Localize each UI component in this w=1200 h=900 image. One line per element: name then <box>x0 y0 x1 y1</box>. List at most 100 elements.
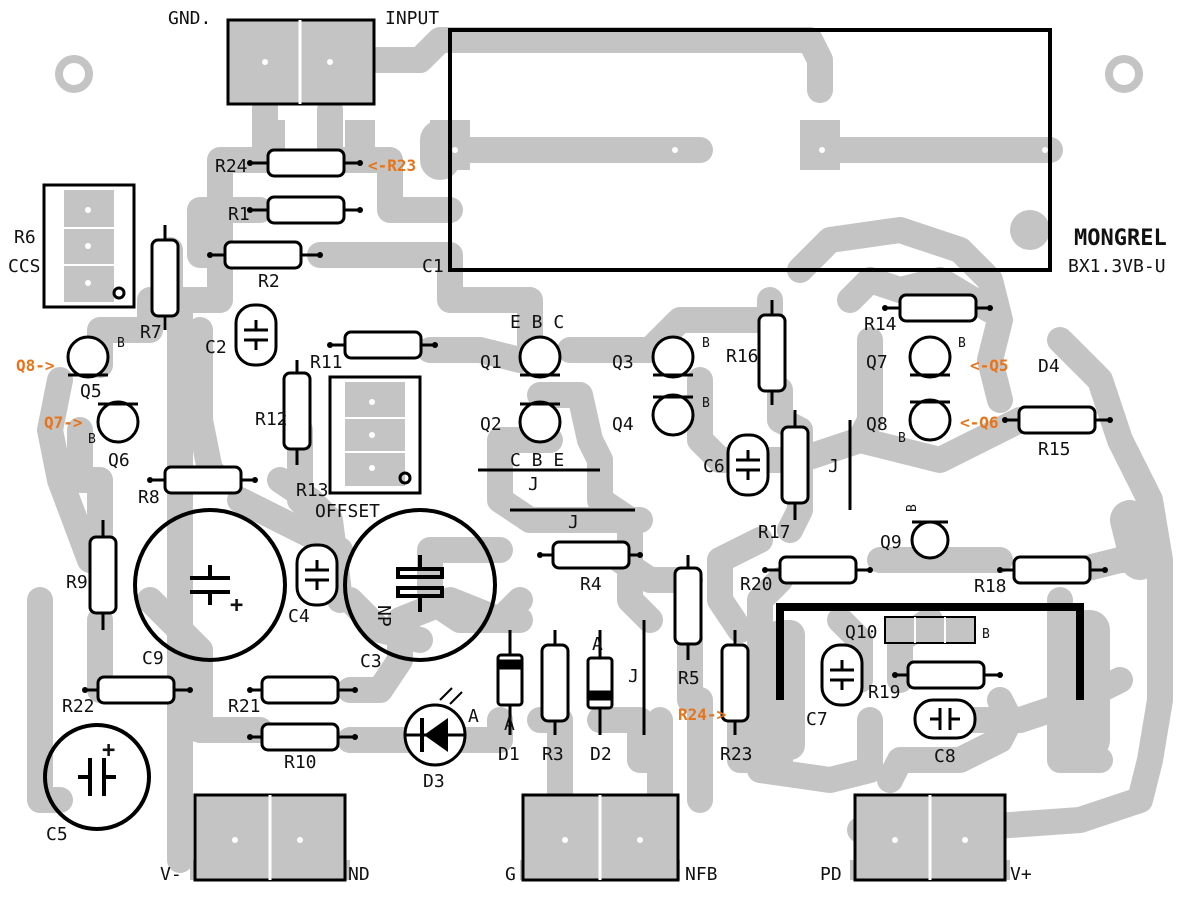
label-a: A <box>468 706 479 727</box>
mounting-hole-left <box>55 55 93 93</box>
capacitor-c9-body <box>133 508 287 662</box>
resistor-r3 <box>540 630 570 735</box>
text-labels: GND. INPUT V- ND G NFB PD V+ MONGREL BX1… <box>8 8 1167 885</box>
annotation-q5: <-Q5 <box>970 356 1009 375</box>
resistor-r18 <box>1000 555 1105 585</box>
label-c3: C3 <box>360 651 382 672</box>
label-r2: R2 <box>258 271 280 292</box>
diode-d1 <box>496 630 524 735</box>
label-b: B <box>117 336 125 351</box>
label-b: B <box>905 504 920 512</box>
label-q6: Q6 <box>108 450 130 471</box>
resistor-r21 <box>250 675 355 705</box>
annotation-q8: Q8-> <box>16 356 55 375</box>
transistor-q3 <box>651 335 695 379</box>
copper-traces <box>27 27 1173 873</box>
label-b: B <box>702 336 710 351</box>
transistor-q9 <box>910 520 950 560</box>
label-pd: PD <box>820 864 842 885</box>
label-b: B <box>88 432 96 447</box>
diode-d2 <box>586 630 614 735</box>
resistor-r23 <box>720 630 750 735</box>
label-nfb: NFB <box>685 864 718 885</box>
label-q4: Q4 <box>612 414 634 435</box>
label-j: J <box>528 474 539 495</box>
label-r12: R12 <box>255 409 288 430</box>
label-gnd: GND. <box>168 8 211 29</box>
label-q3: Q3 <box>612 352 634 373</box>
resistor-r16 <box>757 300 787 405</box>
resistor-r9 <box>88 520 118 630</box>
label-b: B <box>702 396 710 411</box>
label-c5: C5 <box>46 824 68 845</box>
output-connector-middle <box>521 793 680 882</box>
label-v-minus: V- <box>160 864 182 885</box>
output-connector-left <box>193 793 347 882</box>
resistor-r7 <box>150 225 180 330</box>
label-r22: R22 <box>62 696 95 717</box>
label-d4: D4 <box>1038 356 1060 377</box>
label-q2: Q2 <box>480 414 502 435</box>
jumpers <box>478 420 852 735</box>
film-capacitors <box>234 303 977 740</box>
transistor-q2 <box>518 400 562 444</box>
capacitor-c4 <box>295 543 339 607</box>
label-nd: ND <box>348 864 370 885</box>
label-cbe: C B E <box>510 450 564 471</box>
label-q8: Q8 <box>866 414 888 435</box>
label-c9: C9 <box>142 648 164 669</box>
output-connector-right <box>853 793 1007 882</box>
label-d3: D3 <box>423 771 445 792</box>
electrolytic-symbols <box>78 555 444 796</box>
capacitor-c7 <box>820 643 864 707</box>
label-r3: R3 <box>542 744 564 765</box>
label-r21: R21 <box>228 696 261 717</box>
capacitor-c8 <box>913 698 977 740</box>
label-r14: R14 <box>864 314 897 335</box>
resistor-r1 <box>250 195 360 225</box>
label-r20: R20 <box>740 574 773 595</box>
annotation-r23: <-R23 <box>368 156 416 175</box>
resistor-r24 <box>250 148 360 178</box>
label-a: A <box>504 714 515 735</box>
label-r7: R7 <box>140 322 162 343</box>
resistor-r5 <box>673 555 703 660</box>
label-d1: D1 <box>498 744 520 765</box>
label-r6: R6 <box>14 227 36 248</box>
label-q10: Q10 <box>845 622 878 643</box>
pads <box>82 160 1113 740</box>
transistor-q6 <box>96 400 140 444</box>
resistor-r10 <box>250 722 355 752</box>
r6-ccs-module <box>42 183 136 309</box>
label-r23: R23 <box>720 744 753 765</box>
label-plus: + <box>230 593 243 618</box>
electrolytic-capacitors <box>43 508 497 831</box>
annotation-q7: Q7-> <box>44 413 83 432</box>
capacitor-c2 <box>234 303 278 367</box>
label-a: A <box>592 634 603 655</box>
resistors <box>85 148 1110 752</box>
r13-offset-trimmer <box>328 375 422 495</box>
label-offset: OFFSET <box>315 501 380 522</box>
transistor-q4 <box>651 393 695 437</box>
diodes <box>496 630 614 735</box>
label-j: J <box>628 666 639 687</box>
resistor-r4 <box>540 540 640 570</box>
label-b: B <box>898 431 906 446</box>
resistors-vertical <box>88 225 810 735</box>
resistor-r20 <box>765 555 870 585</box>
label-r18: R18 <box>974 576 1007 597</box>
label-r8: R8 <box>138 487 160 508</box>
transistor-q8 <box>908 398 952 442</box>
capacitor-c3-body <box>343 508 497 662</box>
label-r19: R19 <box>868 682 901 703</box>
label-b: B <box>958 336 966 351</box>
label-r13: R13 <box>296 480 329 501</box>
label-q5: Q5 <box>80 381 102 402</box>
label-j: J <box>568 512 579 533</box>
label-r15: R15 <box>1038 439 1071 460</box>
resistor-r15 <box>1005 405 1110 435</box>
label-c7: C7 <box>806 709 828 730</box>
board-subtitle: BX1.3VB-U <box>1068 256 1166 277</box>
